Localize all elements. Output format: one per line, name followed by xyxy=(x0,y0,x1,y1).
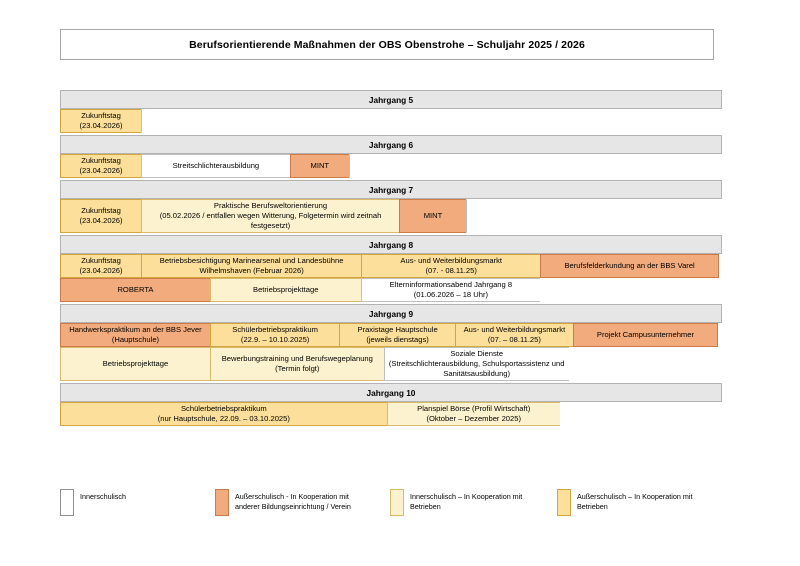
measure-cell[interactable]: Zukunftstag(23.04.2026) xyxy=(60,109,143,134)
empty-cell xyxy=(568,347,719,382)
measure-cell[interactable]: Schülerbetriebspraktikum(nur Hauptschule… xyxy=(60,402,388,427)
schedule-row: Zukunftstag(23.04.2026)Praktische Berufs… xyxy=(60,199,722,234)
measure-cell[interactable]: Schülerbetriebspraktikum(22.9. – 10.10.2… xyxy=(209,323,341,348)
measure-cell[interactable]: Aus- und Weiterbildungsmarkt(07. - 08.11… xyxy=(361,254,542,279)
grade-band: Jahrgang 8 xyxy=(60,235,722,255)
grade-band: Jahrgang 6 xyxy=(60,135,722,155)
grade-band: Jahrgang 10 xyxy=(60,383,722,403)
measure-cell[interactable]: Betriebsbesichtigung Marinearsenal und L… xyxy=(141,254,363,279)
legend-swatch-yellow xyxy=(557,489,571,516)
measure-cell[interactable]: ROBERTA xyxy=(60,278,211,303)
grade-band: Jahrgang 9 xyxy=(60,304,722,324)
empty-cell xyxy=(141,109,721,134)
measure-cell[interactable]: Zukunftstag(23.04.2026) xyxy=(60,254,143,279)
legend-item: Außerschulisch - In Kooperation mit ande… xyxy=(215,489,375,516)
empty-cell xyxy=(540,278,719,303)
measure-cell[interactable]: Betriebsprojekttage xyxy=(60,347,211,382)
measure-cell[interactable]: MINT xyxy=(398,199,468,234)
measure-cell[interactable]: Zukunftstag(23.04.2026) xyxy=(60,199,143,234)
measure-cell[interactable]: Projekt Campusunternehmer xyxy=(572,323,718,348)
schedule-row: Zukunftstag(23.04.2026)Streitschlichtera… xyxy=(60,154,722,179)
legend-item: Innerschulisch xyxy=(60,489,220,516)
measure-cell[interactable]: Betriebsprojekttage xyxy=(209,278,362,303)
grade-band: Jahrgang 7 xyxy=(60,180,722,200)
measure-cell[interactable]: Soziale Dienste(Streitschlichterausbildu… xyxy=(383,347,570,382)
measure-cell[interactable]: Streitschlichterausbildung xyxy=(141,154,291,179)
legend-swatch-orange xyxy=(215,489,229,516)
measure-cell[interactable]: Handwerkspraktikum an der BBS Jever (Hau… xyxy=(60,323,211,348)
measure-cell[interactable]: Elterninformationsabend Jahrgang 8(01.06… xyxy=(360,278,542,303)
page-title: Berufsorientierende Maßnahmen der OBS Ob… xyxy=(189,38,585,51)
schedule-row: Schülerbetriebspraktikum(nur Hauptschule… xyxy=(60,402,722,427)
empty-cell xyxy=(466,199,719,234)
measure-cell[interactable]: Praktische Berufsweltorientierung(05.02.… xyxy=(141,199,400,234)
legend-swatch-cream xyxy=(390,489,404,516)
page-title-box: Berufsorientierende Maßnahmen der OBS Ob… xyxy=(60,29,714,60)
empty-cell xyxy=(559,402,720,427)
measure-cell[interactable]: Berufsfelderkundung an der BBS Varel xyxy=(540,254,719,279)
legend-label: Außerschulisch - In Kooperation mit ande… xyxy=(235,492,351,512)
legend-swatch-white xyxy=(60,489,74,516)
schedule-row: Zukunftstag(23.04.2026) xyxy=(60,109,722,134)
schedule-row: Handwerkspraktikum an der BBS Jever (Hau… xyxy=(60,323,722,348)
measure-cell[interactable]: Planspiel Börse (Profil Wirtschaft)(Okto… xyxy=(386,402,561,427)
grade-band: Jahrgang 5 xyxy=(60,90,722,109)
measure-cell[interactable]: Zukunftstag(23.04.2026) xyxy=(60,154,143,179)
measure-cell[interactable]: Praxistage Hauptschule(jeweils dienstags… xyxy=(339,323,456,348)
legend-item: Außerschulisch – In Kooperation mit Betr… xyxy=(557,489,717,516)
measure-cell[interactable]: Aus- und Weiterbildungsmarkt(07. – 08.11… xyxy=(454,323,574,348)
measure-cell[interactable]: MINT xyxy=(289,154,350,179)
schedule-row: Zukunftstag(23.04.2026)Betriebsbesichtig… xyxy=(60,254,722,279)
legend: Innerschulisch Außerschulisch - In Kooper… xyxy=(60,489,740,516)
legend-item: Innerschulisch – In Kooperation mit Betr… xyxy=(390,489,550,516)
empty-cell xyxy=(348,154,719,179)
legend-label: Innerschulisch xyxy=(80,492,126,501)
measure-cell[interactable]: Bewerbungstraining und Berufswegeplanung… xyxy=(209,347,385,382)
legend-label: Innerschulisch – In Kooperation mit Betr… xyxy=(410,492,523,512)
legend-label: Außerschulisch – In Kooperation mit Betr… xyxy=(577,492,693,512)
